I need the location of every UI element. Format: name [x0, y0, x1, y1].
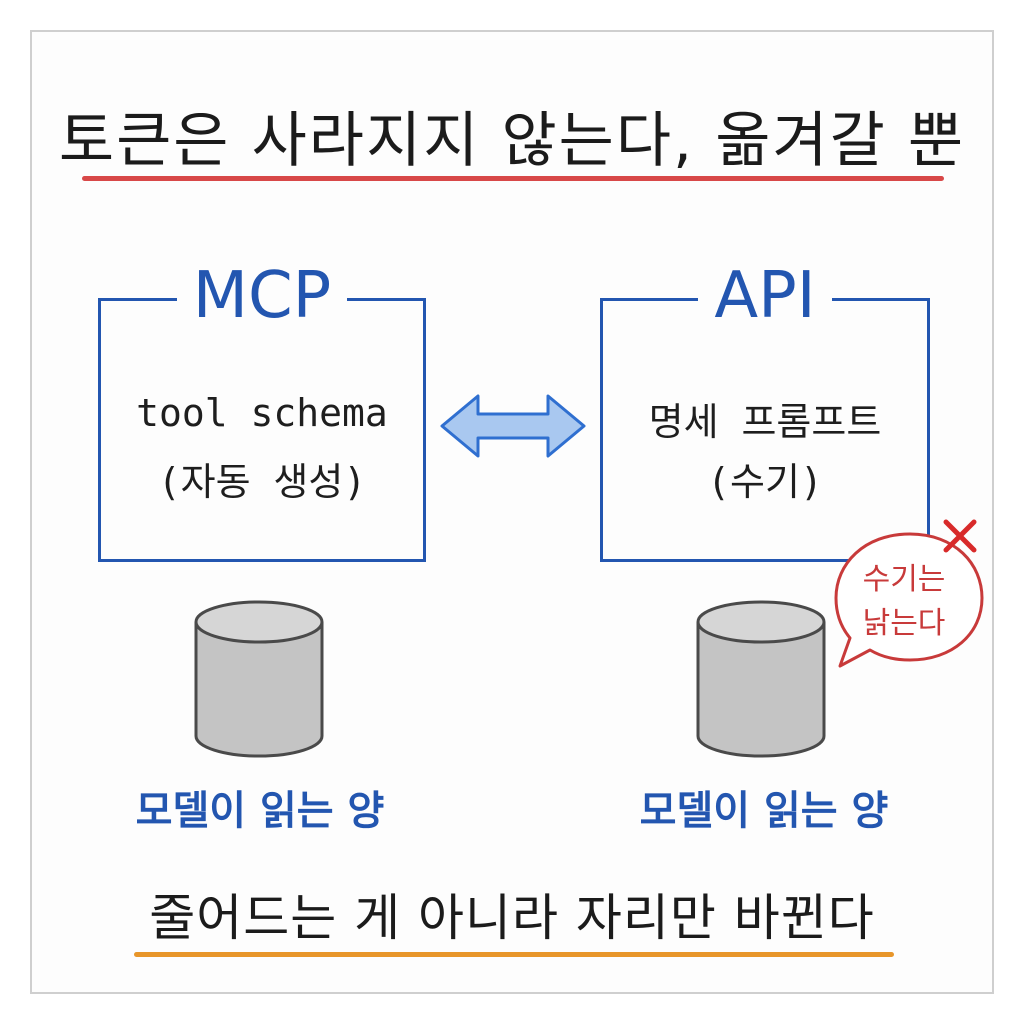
- mcp-caption: 모델이 읽는 양: [135, 788, 385, 834]
- mcp-line2: (자동 생성): [157, 460, 367, 504]
- bubble-line2: 낡는다: [862, 606, 946, 641]
- api-line2: (수기): [707, 460, 823, 504]
- bubble-text: 수기는 낡는다: [842, 558, 966, 646]
- bubble-line1: 수기는: [862, 562, 946, 597]
- mcp-line1: tool schema: [136, 391, 388, 435]
- double-arrow-icon: [440, 394, 586, 458]
- bottom-message: 줄어드는 게 아니라 자리만 바뀐다: [149, 889, 875, 947]
- api-caption: 모델이 읽는 양: [639, 788, 889, 834]
- database-icon: [194, 600, 324, 758]
- x-mark-icon: [943, 519, 977, 553]
- diagram-title: 토큰은 사라지지 않는다, 옮겨갈 뿐: [58, 106, 966, 176]
- speech-bubble-icon: [834, 532, 984, 668]
- diagram-frame: [30, 30, 994, 994]
- bottom-underline: [134, 952, 894, 957]
- mcp-label: MCP: [176, 259, 348, 333]
- title-underline: [82, 176, 944, 181]
- api-label-wrap: API: [603, 251, 927, 341]
- mcp-label-wrap: MCP: [101, 251, 423, 341]
- api-line1: 명세 프롬프트: [648, 400, 882, 444]
- api-box: API 명세 프롬프트 (수기): [600, 259, 930, 562]
- api-label: API: [698, 259, 832, 333]
- mcp-box: MCP tool schema (자동 생성): [98, 259, 426, 562]
- database-icon: [696, 600, 826, 758]
